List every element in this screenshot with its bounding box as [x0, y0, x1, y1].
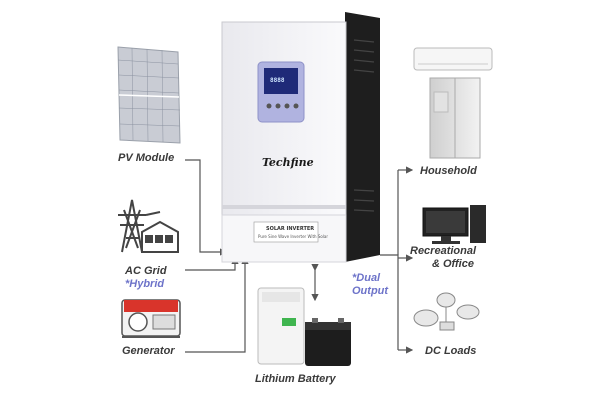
label-output: Output	[352, 285, 389, 297]
label-hybrid: *Hybrid	[125, 278, 165, 290]
label-dc-loads: DC Loads	[425, 345, 477, 357]
generator-illustration	[121, 299, 181, 338]
pv-connector	[185, 159, 228, 256]
output-trunk	[380, 254, 399, 350]
label-generator: Generator	[122, 345, 175, 357]
inverter-illustration	[221, 12, 380, 263]
label-ac-grid: AC Grid	[125, 265, 167, 277]
label-office: & Office	[432, 258, 474, 270]
inverter-plate-subtitle: Pure Sine Wave Inverter With Solar	[258, 234, 329, 239]
label-recreational: Recreational	[410, 245, 477, 257]
air-conditioner-illustration	[413, 47, 493, 71]
pv-module-illustration	[117, 46, 181, 144]
label-pv-module: PV Module	[118, 152, 175, 164]
inverter-brand: Techfine	[262, 156, 314, 169]
computer-illustration	[422, 205, 486, 244]
connector-lines	[185, 159, 414, 354]
inverter-plate-title: SOLAR INVERTER	[266, 226, 315, 232]
battery-illustration	[257, 287, 351, 366]
label-lithium-battery: Lithium Battery	[255, 373, 336, 385]
generator-connector	[185, 256, 249, 353]
ac-grid-illustration	[118, 199, 179, 253]
inverter-screen-readout: 8888	[270, 77, 285, 84]
refrigerator-illustration	[429, 77, 481, 159]
dc-loads-illustration	[413, 292, 480, 331]
label-household: Household	[420, 165, 477, 177]
label-dual: *Dual	[352, 272, 381, 284]
